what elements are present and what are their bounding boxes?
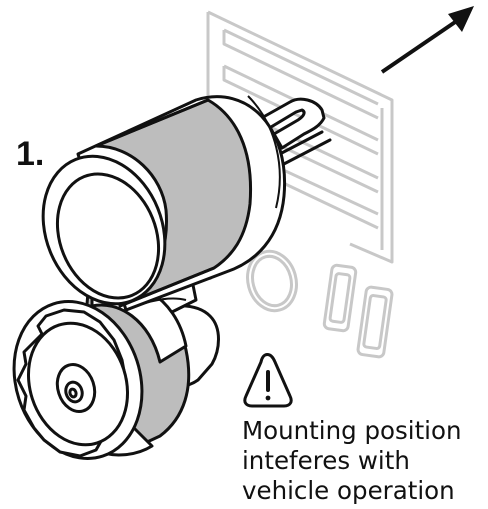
direction-arrow-icon	[380, 6, 474, 74]
adjustment-knob	[12, 268, 220, 460]
warning-triangle-icon	[243, 353, 293, 408]
warning-line: inteferes with	[242, 446, 410, 475]
warning-text: Mounting position inteferes with vehicle…	[242, 416, 482, 506]
vent-clip	[256, 97, 332, 168]
step-number: 1.	[16, 135, 45, 173]
warning-line: vehicle operation	[242, 476, 455, 505]
warning-line: Mounting position	[242, 416, 462, 445]
mount-cylinder	[41, 95, 287, 312]
